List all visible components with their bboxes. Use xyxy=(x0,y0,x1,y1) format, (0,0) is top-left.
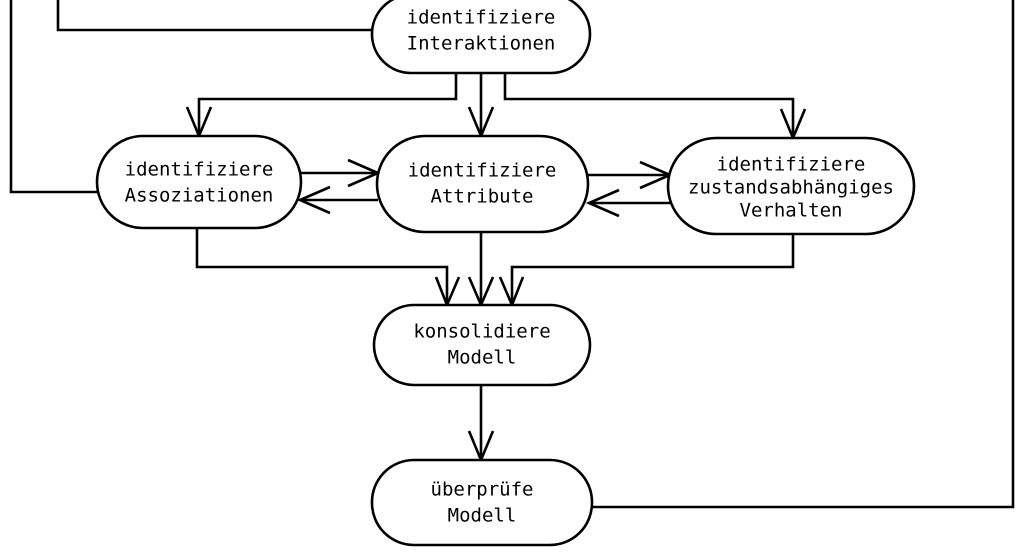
node-identifiziere-attribute[interactable]: identifiziere Attribute xyxy=(375,134,590,234)
edge-off-page-left-to-assoziationen xyxy=(9,0,98,194)
node-ueberpruefe-modell[interactable]: überprüfe Modell xyxy=(370,458,594,547)
node-label-konsolidiere-line1: konsolidiere xyxy=(413,321,550,343)
node-shape-konsolidiere xyxy=(372,303,592,387)
node-label-konsolidiere-line2: Modell xyxy=(448,347,517,369)
edge-attribute-to-verhalten xyxy=(588,160,674,190)
node-label-attribute-line1: identifiziere xyxy=(408,160,557,182)
edge-verhalten-to-konsolidiere xyxy=(498,235,795,309)
node-konsolidiere-modell[interactable]: konsolidiere Modell xyxy=(372,303,592,387)
edge-verhalten-to-attribute xyxy=(585,188,670,218)
node-label-verhalten-line3: Verhalten xyxy=(740,200,843,222)
edge-assoziationen-to-attribute xyxy=(300,158,382,188)
node-label-assoziationen-line1: identifiziere xyxy=(125,159,274,181)
node-identifiziere-interaktionen[interactable]: identifiziere Interaktionen xyxy=(370,0,592,75)
node-identifiziere-zustandsabhaengiges-verhalten[interactable]: identifiziere zustandsabhängiges Verhalt… xyxy=(666,136,916,236)
node-shape-attribute xyxy=(375,134,590,234)
node-shape-interaktionen xyxy=(370,0,592,75)
edge-ueberpruefe-feedback-right xyxy=(592,0,1015,509)
edge-attribute-to-assoziationen xyxy=(296,185,378,215)
node-shape-verhalten xyxy=(666,136,916,236)
edge-konsolidiere-to-ueberpruefe xyxy=(467,386,495,464)
node-label-interaktionen-line2: Interaktionen xyxy=(407,33,556,55)
edge-interaktionen-feedback-left xyxy=(56,0,373,32)
node-label-verhalten-line1: identifiziere xyxy=(717,154,866,176)
node-identifiziere-assoziationen[interactable]: identifiziere Assoziationen xyxy=(95,134,303,230)
node-label-ueberpruefe-line2: Modell xyxy=(448,505,517,527)
node-label-interaktionen-line1: identifiziere xyxy=(407,7,556,29)
node-label-ueberpruefe-line1: überprüfe xyxy=(431,479,534,501)
node-label-verhalten-line2: zustandsabhängiges xyxy=(688,177,894,199)
edge-assoziationen-to-konsolidiere xyxy=(195,229,461,309)
edge-interaktionen-to-assoziationen xyxy=(185,74,458,140)
edge-interaktionen-to-verhalten xyxy=(503,74,807,142)
node-shape-ueberpruefe xyxy=(370,458,594,547)
node-label-attribute-line2: Attribute xyxy=(431,186,534,208)
node-shape-assoziationen xyxy=(95,134,303,230)
node-label-assoziationen-line2: Assoziationen xyxy=(125,185,274,207)
edge-interaktionen-to-attribute xyxy=(467,74,495,140)
edge-attribute-to-konsolidiere xyxy=(467,233,495,309)
